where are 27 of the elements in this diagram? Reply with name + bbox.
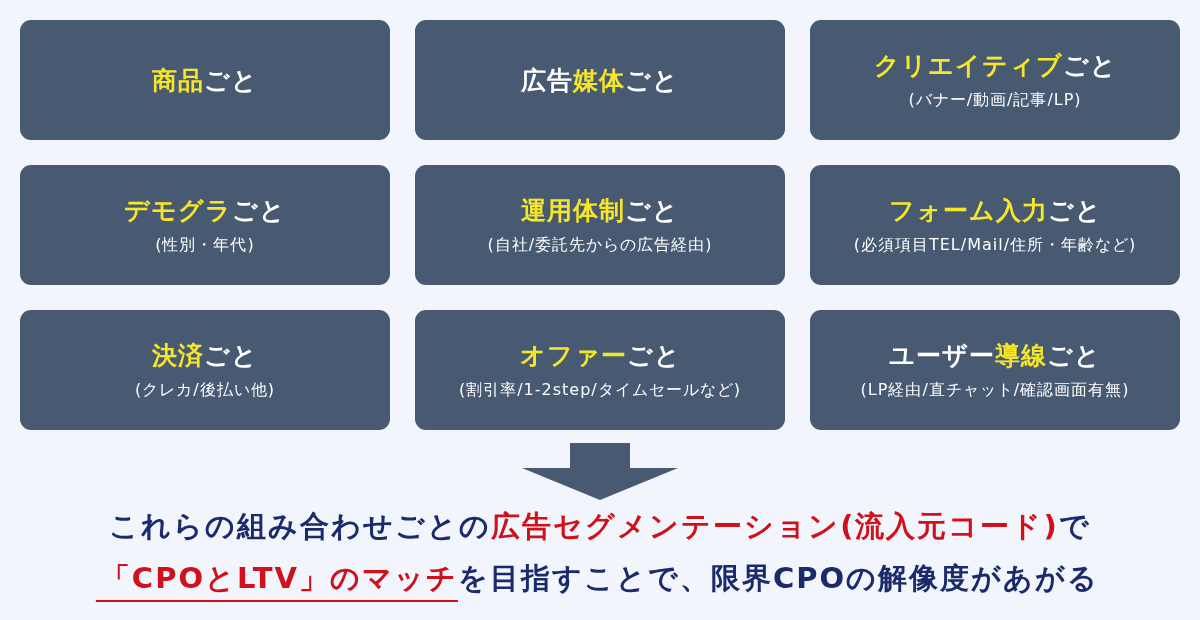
box-heading: 広告媒体ごと bbox=[521, 64, 679, 97]
box-subtitle: (割引率/1-2step/タイムセールなど) bbox=[459, 380, 741, 401]
category-box bbox=[415, 165, 785, 285]
category-box bbox=[20, 20, 390, 140]
box-subtitle: (性別・年代) bbox=[155, 235, 255, 256]
box-heading: デモグラごと bbox=[124, 195, 286, 227]
category-box bbox=[810, 165, 1180, 285]
box-subtitle: (バナー/動画/記事/LP) bbox=[908, 90, 1082, 111]
category-box bbox=[810, 20, 1180, 140]
conclusion-text: これらの組み合わせごとの広告セグメンテーション(流入元コード)で「CPOとLTV」のマッチを目指すことで、限界CPOの解像度があがる bbox=[60, 500, 1140, 604]
category-box bbox=[810, 310, 1180, 430]
category-box bbox=[20, 165, 390, 285]
box-heading: 運用体制ごと bbox=[521, 195, 679, 227]
box-subtitle: (LP経由/直チャット/確認画面有無) bbox=[860, 380, 1130, 401]
category-box bbox=[20, 310, 390, 430]
box-heading: 商品ごと bbox=[152, 64, 258, 97]
box-subtitle: (必須項目TEL/Mail/住所・年齢など) bbox=[853, 235, 1137, 256]
box-heading: オファーごと bbox=[519, 340, 681, 372]
box-heading: クリエイティブごと bbox=[873, 50, 1117, 82]
box-heading: フォーム入力ごと bbox=[888, 195, 1102, 227]
box-subtitle: (クレカ/後払い他) bbox=[135, 380, 275, 401]
box-subtitle: (自社/委託先からの広告経由) bbox=[487, 235, 713, 256]
category-box bbox=[415, 310, 785, 430]
down-arrow bbox=[522, 443, 678, 500]
box-heading: ユーザー導線ごと bbox=[889, 340, 1101, 372]
box-heading: 決済ごと bbox=[152, 340, 258, 372]
category-box bbox=[415, 20, 785, 140]
